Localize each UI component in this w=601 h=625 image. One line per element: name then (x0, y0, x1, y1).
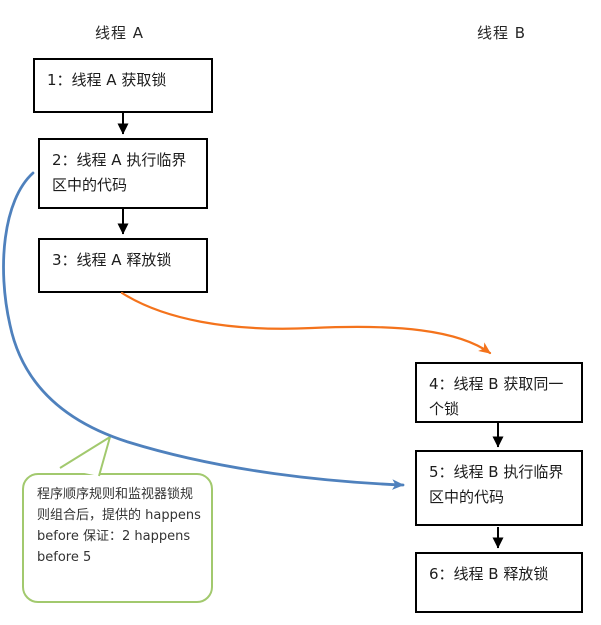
flow-box-2-critical-section-a: 2：线程 A 执行临界区中的代码 (38, 138, 208, 209)
thread-b-header: 线程 B (477, 24, 527, 42)
flow-box-5-critical-section-b: 5：线程 B 执行临界区中的代码 (415, 450, 583, 526)
flow-box-6-text: 6：线程 B 释放锁 (429, 565, 549, 583)
flow-box-3-release-lock-a: 3：线程 A 释放锁 (38, 238, 208, 293)
flow-box-2-text: 2：线程 A 执行临界区中的代码 (52, 151, 187, 194)
flow-box-3-text: 3：线程 A 释放锁 (52, 251, 172, 269)
callout-note-text: 程序顺序规则和监视器锁规则组合后，提供的 happens before 保证：2… (37, 487, 201, 565)
flow-box-6-release-lock-b: 6：线程 B 释放锁 (415, 552, 583, 613)
flow-box-4-text: 4：线程 B 获取同一个锁 (429, 375, 564, 418)
callout-tail (59, 436, 111, 477)
arrow-happens-before-2-to-5 (2, 171, 405, 490)
thread-a-header: 线程 A (95, 24, 145, 42)
callout-note: 程序顺序规则和监视器锁规则组合后，提供的 happens before 保证：2… (22, 473, 213, 603)
flow-box-1-text: 1：线程 A 获取锁 (47, 71, 167, 89)
flow-box-5-text: 5：线程 B 执行临界区中的代码 (429, 463, 564, 506)
flow-box-4-acquire-lock-b: 4：线程 B 获取同一个锁 (415, 362, 583, 423)
arrow-lock-transfer-3-to-4 (120, 291, 492, 355)
flow-box-1-acquire-lock-a: 1：线程 A 获取锁 (33, 58, 213, 113)
